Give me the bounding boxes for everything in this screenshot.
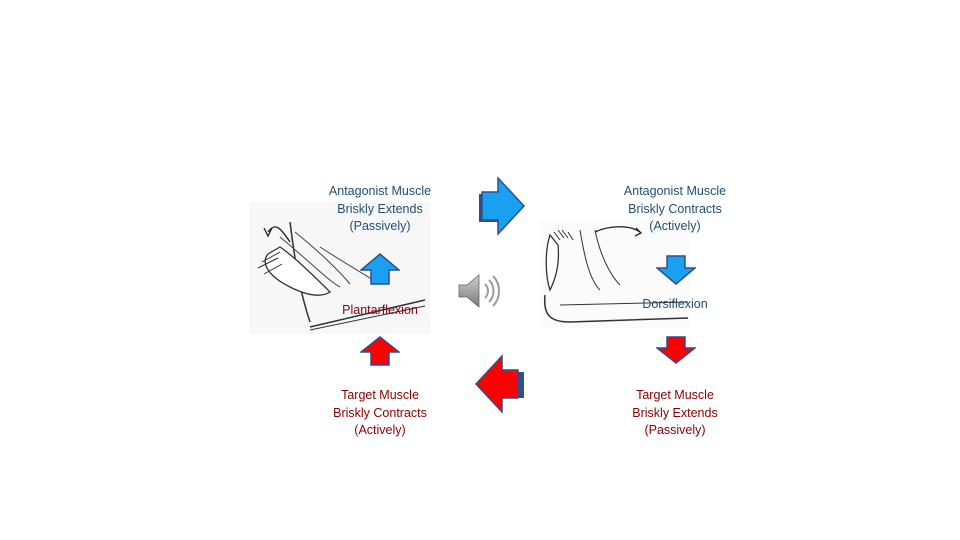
right-antagonist-label: Antagonist Muscle Briskly Contracts (Act… [623, 184, 727, 233]
speaker-icon[interactable] [457, 271, 505, 311]
plantarflexion-label: Plantarflexion [342, 303, 418, 317]
left-antagonist-label: Antagonist Muscle Briskly Extends (Passi… [328, 184, 432, 233]
up-arrow-red [360, 336, 400, 366]
down-arrow-blue [656, 255, 696, 285]
right-arrow-blue [474, 176, 526, 236]
up-arrow-blue [360, 253, 400, 285]
right-target-label: Target Muscle Briskly Extends (Passively… [632, 388, 718, 437]
dorsiflexion-label: Dorsiflexion [642, 297, 708, 311]
left-target-label: Target Muscle Briskly Contracts (Activel… [333, 388, 427, 437]
foot-plantarflexion-illustration [250, 202, 430, 334]
foot-dorsiflexion-illustration [540, 220, 690, 328]
left-arrow-red [474, 354, 526, 414]
down-arrow-red [656, 336, 696, 364]
